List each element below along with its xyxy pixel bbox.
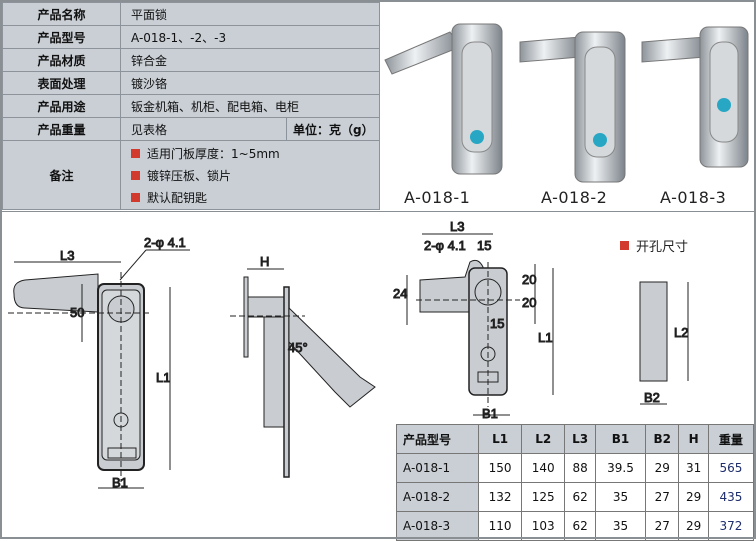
label: 产品名称	[2, 2, 121, 26]
cell: 110	[477, 511, 523, 541]
dim-L2: L2	[674, 325, 688, 340]
dim-24: 24	[393, 286, 407, 301]
divider	[0, 211, 756, 212]
lock-photo-1	[384, 23, 503, 175]
dim-hole: 2-φ 4.1	[424, 238, 466, 253]
dim-angle: 45°	[288, 340, 308, 355]
cell: 39.5	[594, 453, 647, 483]
cell: A-018-3	[396, 511, 479, 541]
cell: 31	[678, 453, 709, 483]
label: 产品用途	[2, 94, 121, 118]
bullet-icon	[131, 192, 140, 202]
remark-text: 镀锌压板、锁片	[147, 168, 232, 183]
legend-square-icon	[620, 241, 629, 250]
label: 产品型号	[2, 25, 121, 49]
remark-item: 镀锌压板、锁片	[131, 164, 369, 186]
photo-caption: A-018-2	[541, 188, 608, 207]
label: 表面处理	[2, 71, 121, 95]
label: 产品材质	[2, 48, 121, 72]
lock-photo-3	[641, 26, 749, 168]
dim-15: 15	[490, 316, 504, 331]
dim-15: 15	[477, 238, 491, 253]
dim-B1: B1	[112, 475, 128, 490]
header-cell: L3	[564, 424, 596, 454]
cell: 150	[477, 453, 523, 483]
dim-H: H	[260, 254, 269, 269]
cell: 103	[521, 511, 566, 541]
dim-B2: B2	[644, 390, 660, 405]
value: 锌合金	[120, 48, 380, 72]
dim-hole: 2-φ 4.1	[144, 235, 186, 250]
dim-L1: L1	[156, 370, 170, 385]
photo-caption: A-018-3	[660, 188, 727, 207]
remarks-label: 备注	[2, 140, 121, 210]
lock-photo-2	[519, 31, 626, 183]
cell: 132	[477, 482, 523, 512]
remarks-list: 适用门板厚度：1~5mm 镀锌压板、锁片 默认配钥匙	[120, 140, 380, 210]
lock-photos	[384, 23, 749, 183]
product-photos: A-018-1 A-018-2 A-018-3	[380, 2, 754, 212]
dim-L3: L3	[60, 248, 74, 263]
cell: 62	[564, 482, 596, 512]
remark-text: 适用门板厚度：1~5mm	[147, 146, 280, 161]
remark-text: 默认配钥匙	[147, 190, 208, 205]
cell: 29	[678, 482, 709, 512]
dim-L1: L1	[538, 330, 552, 345]
cell: A-018-1	[396, 453, 479, 483]
value: 钣金机箱、机柜、配电箱、电柜	[120, 94, 380, 118]
cutout-legend: 开孔尺寸	[620, 236, 688, 255]
unit: 单位：克（g）	[286, 117, 380, 141]
bullet-icon	[131, 148, 140, 158]
front-view-3-drawing	[406, 233, 689, 416]
cell: A-018-2	[396, 482, 479, 512]
cell: 29	[645, 453, 680, 483]
technical-drawings: L3 2-φ 4.1 50 L1 B1 H 45° L3 2-φ 4.1 15 …	[8, 219, 689, 491]
header-cell: L1	[477, 424, 523, 454]
header-cell: B1	[594, 424, 647, 454]
header-cell: 产品型号	[396, 424, 479, 454]
front-view-drawing	[8, 249, 190, 489]
remark-item: 默认配钥匙	[131, 186, 369, 208]
header-cell: L2	[521, 424, 566, 454]
bullet-icon	[131, 170, 140, 180]
dim-B1: B1	[482, 406, 498, 421]
dim-50: 50	[70, 305, 84, 320]
cell: 435	[707, 482, 755, 512]
dim-L3: L3	[450, 219, 464, 234]
legend-label: 开孔尺寸	[636, 240, 689, 255]
remark-item: 适用门板厚度：1~5mm	[131, 142, 369, 164]
value: 见表格	[120, 117, 287, 141]
header-cell: B2	[645, 424, 680, 454]
cell: 140	[521, 453, 566, 483]
side-view-drawing	[230, 268, 376, 478]
header-cell: H	[678, 424, 709, 454]
dim-20: 20	[522, 295, 536, 310]
dim-20: 20	[522, 272, 536, 287]
photo-caption: A-018-1	[404, 188, 471, 207]
